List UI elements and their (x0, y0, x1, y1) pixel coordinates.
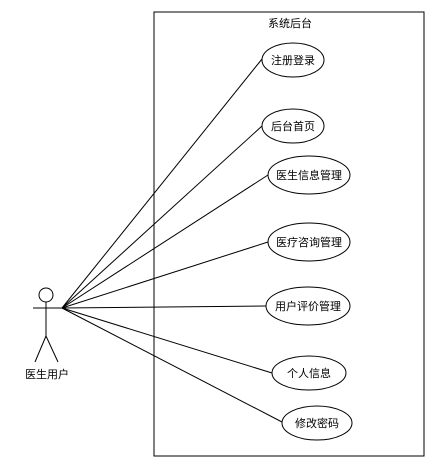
association-register-login (61, 58, 263, 309)
use-case-ellipse (265, 286, 351, 326)
use-case-user-review-management: 用户评价管理 (265, 286, 351, 326)
use-case-label: 后台首页 (271, 119, 315, 133)
use-case-ellipse (267, 222, 351, 262)
use-case-label: 注册登录 (271, 53, 315, 67)
actor-label: 医生用户 (25, 367, 69, 381)
use-case-ellipse (271, 355, 347, 391)
associations (61, 58, 283, 423)
use-case-label: 用户评价管理 (275, 299, 341, 313)
system-title: 系统后台 (268, 16, 312, 30)
use-case-backend-home: 后台首页 (261, 108, 325, 144)
association-user-review-management (61, 305, 267, 309)
actor-head (38, 287, 54, 303)
association-backend-home (61, 125, 263, 309)
use-case-medical-consultation-management: 医疗咨询管理 (267, 222, 351, 262)
use-case-register-login: 注册登录 (261, 42, 325, 78)
use-case-ellipse (267, 155, 351, 195)
association-personal-info (61, 307, 273, 374)
use-case-ellipse (261, 108, 325, 144)
use-case-label: 医疗咨询管理 (276, 235, 342, 249)
use-case-personal-info: 个人信息 (271, 355, 347, 391)
actor-left-leg (34, 335, 47, 363)
use-case-label: 修改密码 (295, 416, 339, 430)
actor-right-leg (45, 335, 59, 363)
association-change-password (61, 307, 283, 423)
use-case-ellipse (261, 42, 325, 78)
association-doctor-info-management (61, 174, 269, 309)
association-medical-consultation-management (61, 241, 269, 309)
system-boundary (153, 11, 425, 457)
use-case-label: 个人信息 (287, 366, 331, 380)
use-case-label: 医生信息管理 (276, 168, 342, 182)
use-case-doctor-info-management: 医生信息管理 (267, 155, 351, 195)
use-case-change-password: 修改密码 (281, 405, 353, 441)
actor-doctor-user: 医生用户 (25, 287, 69, 381)
use-case-ellipse (281, 405, 353, 441)
